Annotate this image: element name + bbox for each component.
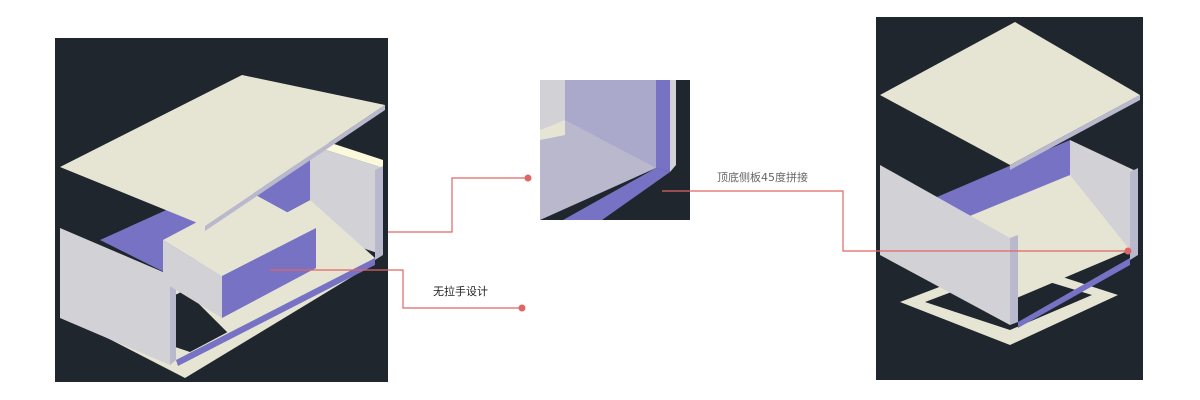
annotation-miter-joint: 顶底侧板45度拼接 [717,171,808,184]
leader-line-no-handle [270,269,522,309]
leader-dot-corner [524,174,532,182]
corner-detail-view [540,80,690,220]
exploded-box-view [55,38,388,382]
leader-line-corner [388,177,528,233]
annotation-no-handle: 无拉手设计 [433,285,488,298]
leader-dot-no-handle [518,304,526,312]
leader-line-miter [662,190,1128,252]
assembled-box-view [876,17,1143,380]
leader-dot-miter [1124,247,1132,255]
